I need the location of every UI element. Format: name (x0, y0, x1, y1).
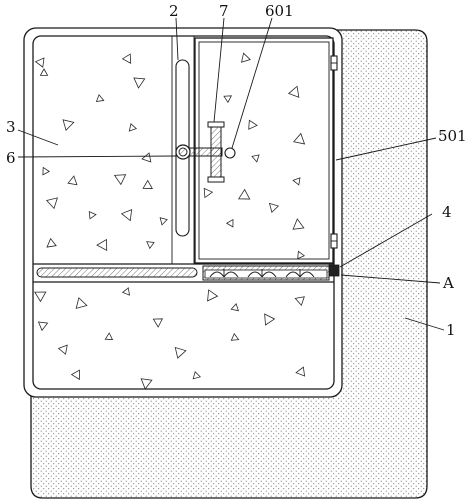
texture-triangle (292, 218, 305, 230)
texture-triangle (113, 174, 127, 186)
texture-triangle (39, 68, 49, 76)
label-door-lock: 6 (6, 149, 16, 167)
texture-triangle (174, 346, 187, 359)
texture-triangle (241, 52, 251, 63)
texture-triangle (57, 344, 68, 355)
label-body: 1 (446, 321, 456, 339)
texture-triangle (133, 77, 146, 89)
texture-triangle (146, 241, 155, 250)
texture-triangle (207, 289, 219, 302)
texture-triangle (62, 119, 75, 131)
label-rail: 4 (442, 203, 452, 221)
texture-triangle (152, 318, 164, 328)
texture-triangle (121, 53, 132, 64)
texture-triangle (34, 291, 47, 303)
texture-triangle (121, 287, 131, 296)
texture-triangle (203, 187, 214, 199)
texture-triangle (192, 370, 202, 380)
texture-triangle (251, 154, 260, 163)
texture-triangle (37, 321, 49, 332)
texture-triangle (96, 238, 108, 252)
texture-triangle (292, 132, 306, 145)
texture-triangle (45, 197, 58, 210)
texture-triangle (75, 297, 88, 309)
texture-triangle (104, 332, 114, 341)
hinge-bottom (330, 233, 338, 249)
texture-triangle (237, 188, 251, 200)
lock-assembly (175, 121, 236, 183)
texture-triangle (88, 211, 97, 220)
texture-triangle (120, 209, 133, 222)
texture-triangle (287, 85, 300, 98)
label-detail: A (442, 274, 454, 292)
label-panel: 3 (6, 118, 16, 136)
texture-triangle (295, 366, 306, 377)
texture-triangle (46, 237, 57, 248)
texture-triangle (297, 250, 306, 260)
concrete-texture (34, 52, 306, 390)
texture-triangle (67, 175, 78, 186)
texture-triangle (34, 57, 45, 68)
texture-triangle (292, 177, 301, 186)
texture-triangle (128, 123, 138, 132)
texture-triangle (264, 313, 276, 326)
texture-triangle (225, 218, 234, 228)
label-hinge: 501 (438, 127, 467, 145)
leader-lines (17, 17, 445, 331)
texture-triangle (159, 217, 168, 226)
texture-triangle (140, 378, 153, 390)
horizontal-rail (33, 263, 340, 283)
texture-triangle (142, 179, 153, 189)
texture-triangle (42, 166, 51, 176)
texture-triangle (223, 95, 233, 104)
texture-triangle (70, 369, 80, 381)
label-lock-bar: 601 (265, 2, 294, 20)
texture-triangle (248, 119, 258, 130)
door-panel (194, 37, 334, 264)
texture-triangle (230, 303, 239, 312)
rail-wheels (209, 269, 315, 278)
label-slot: 2 (169, 2, 179, 20)
label-handle: 7 (219, 2, 229, 20)
hinge-top (330, 55, 338, 71)
texture-triangle (268, 202, 280, 214)
texture-triangle (95, 93, 105, 102)
texture-triangle (294, 296, 305, 307)
texture-triangle (230, 332, 240, 341)
